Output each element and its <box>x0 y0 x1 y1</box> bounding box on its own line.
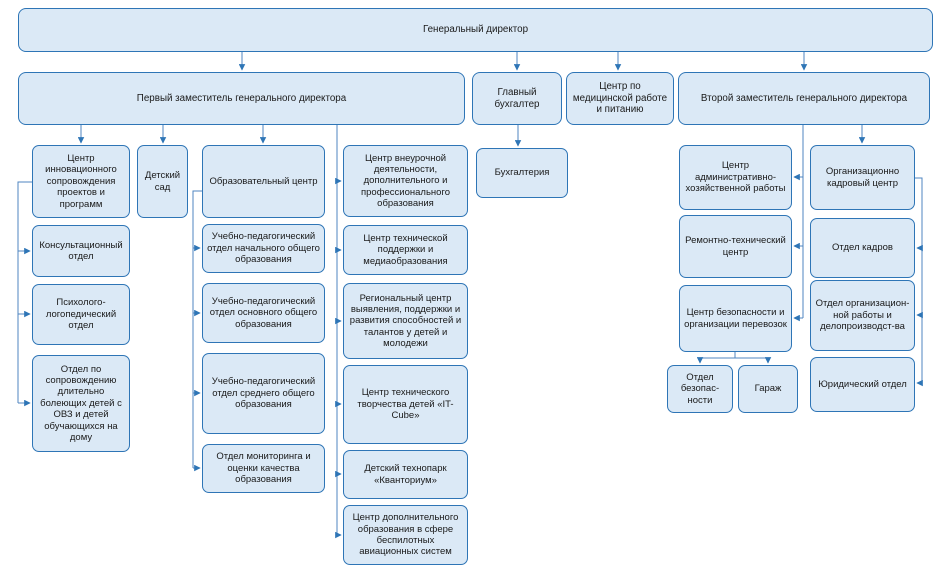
node-drone-education-center: Центр дополнительного образования в сфер… <box>343 505 468 565</box>
connectors-org-kadr <box>915 177 923 387</box>
node-quality-monitoring-dept: Отдел мониторинга и оценки качества обра… <box>202 444 325 493</box>
connector-rail <box>192 190 202 468</box>
connectors-first-deputy <box>77 125 342 539</box>
node-secondary-education-dept: Учебно-педагогический отдел среднего общ… <box>202 353 325 434</box>
node-security-transport-center: Центр безопасности и организации перевоз… <box>679 285 792 352</box>
connectors-second-deputy <box>793 125 866 322</box>
connector-rail <box>700 352 768 359</box>
node-basic-education-dept: Учебно-педагогический отдел основного об… <box>202 283 325 343</box>
node-garage: Гараж <box>738 365 798 413</box>
node-second-deputy-director: Второй заместитель генерального директор… <box>678 72 930 125</box>
node-homecare-children-dept: Отдел по сопровождению длительно болеющи… <box>32 355 130 452</box>
node-it-cube-center: Центр технического творчества детей «IT-… <box>343 365 468 444</box>
node-security-dept: Отдел безопас-ности <box>667 365 733 413</box>
node-tech-support-center: Центр технической поддержки и медиаобраз… <box>343 225 468 275</box>
node-hr-dept: Отдел кадров <box>810 218 915 278</box>
node-org-work-records-dept: Отдел организацион-ной работы и делопрои… <box>810 280 915 351</box>
node-org-personnel-center: Организационно кадровый центр <box>810 145 915 210</box>
node-kindergarten: Детский сад <box>137 145 188 218</box>
node-chief-accountant: Главный бухгалтер <box>472 72 562 125</box>
node-first-deputy-director: Первый заместитель генерального директор… <box>18 72 465 125</box>
node-kvantorium-technopark: Детский технопарк «Кванториум» <box>343 450 468 499</box>
node-innovation-support-center: Центр инновационного сопровождения проек… <box>32 145 130 218</box>
connectors-edu-center <box>192 190 202 472</box>
node-extracurricular-center: Центр внеурочной деятельности, дополните… <box>343 145 468 217</box>
connectors-security-center <box>696 352 772 364</box>
node-psycho-speech-dept: Психолого-логопедический отдел <box>32 284 130 345</box>
node-legal-dept: Юридический отдел <box>810 357 915 412</box>
node-accounting-dept: Бухгалтерия <box>476 148 568 198</box>
node-educational-center: Образовательный центр <box>202 145 325 218</box>
node-primary-education-dept: Учебно-педагогический отдел начального о… <box>202 224 325 273</box>
node-medical-nutrition-center: Центр по медицинской работе и питанию <box>566 72 674 125</box>
node-consulting-dept: Консультационный отдел <box>32 225 130 277</box>
connectors-innov-center <box>17 181 32 407</box>
node-repair-technical-center: Ремонтно-технический центр <box>679 215 792 278</box>
connector-rail <box>17 181 32 403</box>
node-general-director: Генеральный директор <box>18 8 933 52</box>
node-regional-talent-center: Региональный центр выявления, поддержки … <box>343 283 468 359</box>
node-admin-economic-center: Центр административно-хозяйственной рабо… <box>679 145 792 210</box>
connector-rail <box>915 177 923 383</box>
connectors-level-1 <box>238 52 808 71</box>
